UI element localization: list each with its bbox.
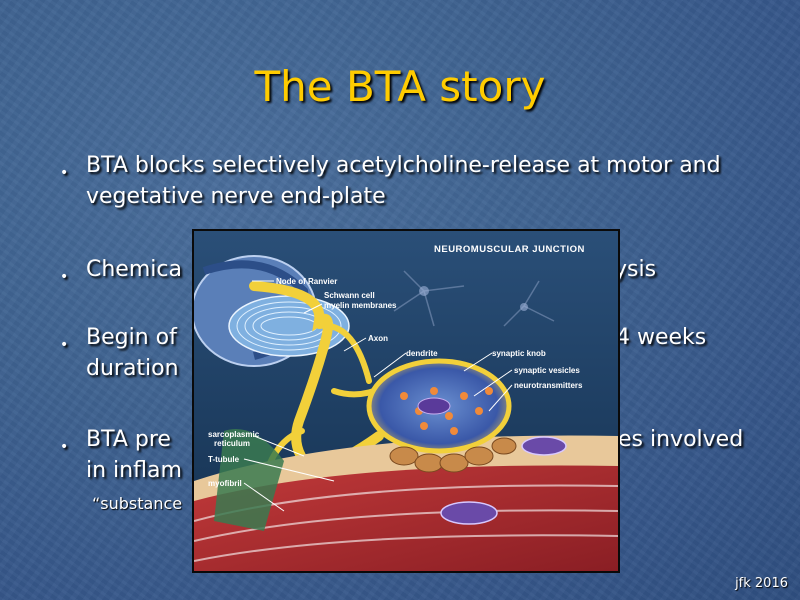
label-neurotransmitters: neurotransmitters: [514, 381, 583, 390]
bullet-4-line2: in inflam: [86, 458, 182, 483]
label-synaptic-knob: synaptic knob: [492, 349, 546, 358]
bullet-2-tail-text: ysis: [614, 257, 657, 282]
bullet-1-text: BTA blocks selectively acetylcholine-rel…: [86, 153, 721, 209]
label-sarcoplasmic: sarcoplasmic: [208, 430, 260, 439]
label-reticulum: reticulum: [214, 439, 250, 448]
bullet-3-text: Begin of: [86, 325, 177, 350]
label-synaptic-vesicles: synaptic vesicles: [514, 366, 580, 375]
label-t-tubule: T-tubule: [208, 455, 240, 464]
label-myelin-membranes: myelin membranes: [324, 301, 397, 310]
footer-credit: jfk 2016: [735, 576, 788, 591]
bullet-3-tail-text: 4 weeks: [616, 325, 707, 350]
label-node-of-ranvier: Node of Ranvier: [276, 277, 337, 286]
bullet-4-tail: es involved: [618, 424, 743, 455]
label-axon: Axon: [368, 334, 388, 343]
bullet-marker: •: [60, 439, 69, 455]
figure-title: NEUROMUSCULAR JUNCTION: [434, 244, 585, 255]
neuromuscular-junction-illustration: NEUROMUSCULAR JUNCTION Node of Ranvier S…: [192, 229, 620, 573]
bullet-2-tail: ysis: [614, 254, 656, 285]
slide-title: The BTA story: [254, 62, 546, 111]
illustration-svg: NEUROMUSCULAR JUNCTION Node of Ranvier S…: [194, 231, 618, 571]
bullet-marker: •: [60, 165, 69, 181]
bullet-marker: •: [60, 269, 69, 285]
bullet-4-tail-text: es involved: [618, 427, 744, 452]
bullet-marker: •: [60, 337, 69, 353]
bullet-3-tail: 4 weeks: [616, 322, 706, 353]
label-dendrite: dendrite: [406, 349, 438, 358]
bullet-2-text: Chemica: [86, 257, 182, 282]
label-myofibril: myofibril: [208, 479, 242, 488]
bullet-3-line2: duration: [86, 356, 179, 381]
bullet-4-text: BTA pre: [86, 427, 171, 452]
label-schwann-cell: Schwann cell: [324, 291, 375, 300]
bullet-4-subtext: “substance: [92, 494, 183, 513]
